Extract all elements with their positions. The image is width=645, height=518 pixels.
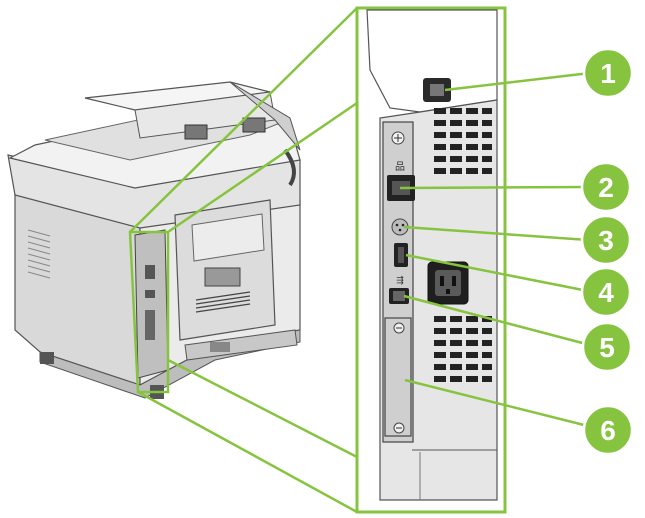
callout-3: 3 (580, 214, 632, 266)
callout-1: 1 (582, 47, 634, 99)
callout-5: 5 (581, 321, 633, 373)
printer-illustration (7, 81, 301, 399)
callout-6: 6 (582, 404, 634, 456)
port-usb: ⇶ (389, 275, 409, 304)
svg-text:5: 5 (599, 332, 615, 363)
port-round-connector (391, 218, 409, 236)
port-small-vertical (394, 243, 408, 267)
svg-text:3: 3 (598, 225, 614, 256)
expansion-slot-cover (384, 317, 412, 437)
svg-text:品: 品 (395, 161, 405, 173)
zoom-guide-lines (128, 7, 358, 514)
mounting-screw-top (391, 131, 405, 145)
power-inlet (427, 261, 469, 305)
callout-2: 2 (580, 161, 632, 213)
svg-text:1: 1 (600, 58, 616, 89)
svg-text:2: 2 (598, 172, 614, 203)
port-top (423, 78, 451, 102)
svg-text:4: 4 (598, 277, 614, 308)
callout-4: 4 (580, 266, 632, 318)
leader-lines (399, 71, 593, 429)
svg-text:⇶: ⇶ (396, 275, 404, 286)
svg-text:6: 6 (600, 415, 616, 446)
